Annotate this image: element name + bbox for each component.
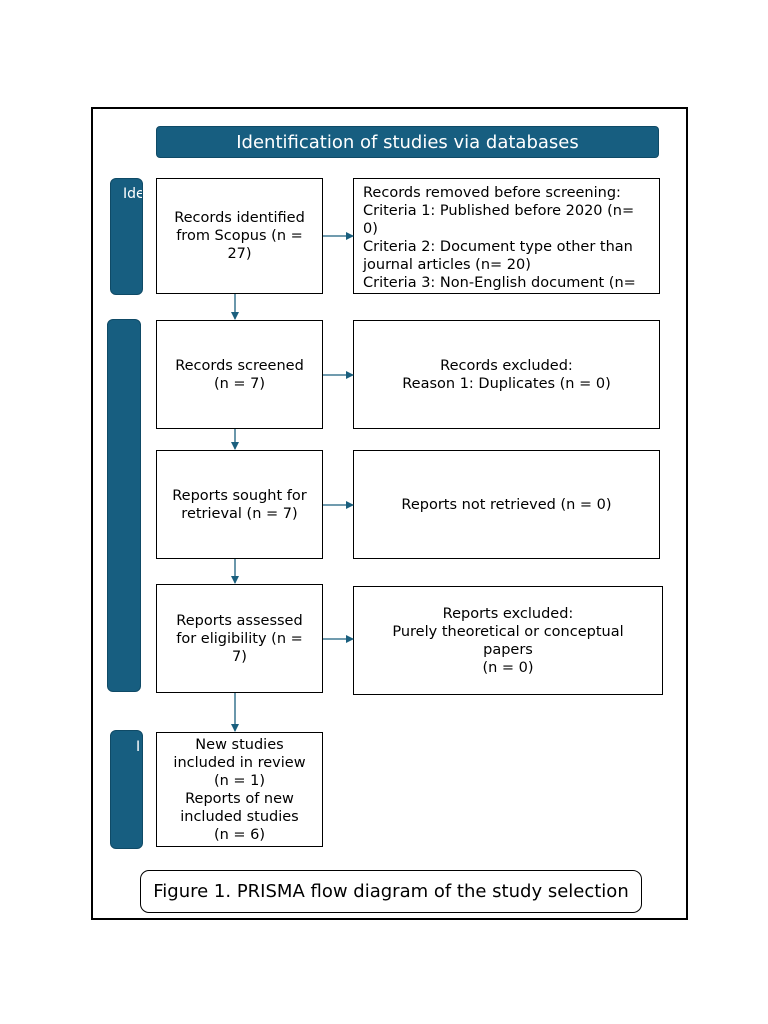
figure-caption: Figure 1. PRISMA flow diagram of the stu…	[140, 870, 642, 913]
reports-assessed-text: Reports assessed for eligibility (n = 7)	[176, 612, 303, 665]
phase-bar-screening	[107, 319, 141, 692]
records-identified-box: Records identified from Scopus (n = 27)	[156, 178, 323, 294]
reports-excluded-text: Reports excluded: Purely theoretical or …	[392, 605, 624, 676]
records-excluded-text: Records excluded: Reason 1: Duplicates (…	[402, 357, 611, 392]
records-removed-text: Records removed before screening: Criter…	[363, 185, 636, 291]
records-identified-text: Records identified from Scopus (n = 27)	[174, 210, 305, 262]
reports-excluded-box: Reports excluded: Purely theoretical or …	[353, 586, 663, 695]
records-removed-box: Records removed before screening: Criter…	[353, 178, 660, 294]
studies-included-text: New studies included in review (n = 1) R…	[173, 736, 306, 843]
records-screened-box: Records screened (n = 7)	[156, 320, 323, 429]
records-excluded-box: Records excluded: Reason 1: Duplicates (…	[353, 320, 660, 429]
reports-not-retrieved-text: Reports not retrieved (n = 0)	[401, 496, 612, 513]
reports-not-retrieved-box: Reports not retrieved (n = 0)	[353, 450, 660, 559]
figure-caption-text: Figure 1. PRISMA flow diagram of the stu…	[153, 881, 629, 902]
reports-assessed-box: Reports assessed for eligibility (n = 7)	[156, 584, 323, 693]
phase-label-identification: Ide	[123, 186, 143, 202]
phase-bar-included: I	[110, 730, 143, 849]
reports-sought-box: Reports sought for retrieval (n = 7)	[156, 450, 323, 559]
phase-bar-identification: Ide	[110, 178, 143, 295]
studies-included-box: New studies included in review (n = 1) R…	[156, 732, 323, 847]
records-screened-text: Records screened (n = 7)	[175, 357, 304, 392]
phase-label-included: I	[136, 739, 141, 755]
reports-sought-text: Reports sought for retrieval (n = 7)	[172, 487, 307, 522]
identification-header: Identification of studies via databases	[156, 126, 659, 158]
header-title: Identification of studies via databases	[236, 131, 579, 153]
